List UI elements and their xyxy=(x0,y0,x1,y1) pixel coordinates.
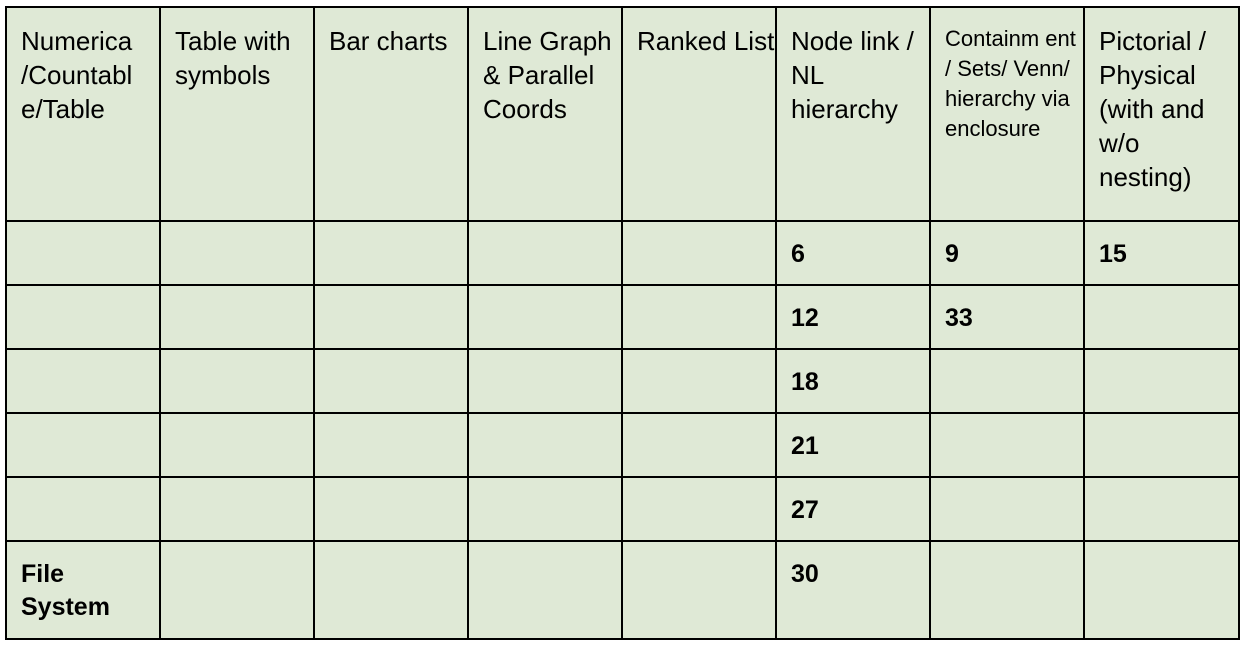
header-cell: Containm ent / Sets/ Venn/ hierarchy via… xyxy=(929,6,1085,222)
table-cell xyxy=(624,351,774,366)
table-cell: 18 xyxy=(791,368,819,396)
header-cell: Node link / NL hierarchy xyxy=(775,6,931,222)
table-row: File System 30 xyxy=(5,540,1240,640)
header-numerical: Numerica /Countabl e/Table xyxy=(21,26,133,124)
table-cell xyxy=(316,479,466,494)
header-row: Numerica /Countabl e/Table Table with sy… xyxy=(5,6,1240,222)
table-cell xyxy=(470,287,620,302)
header-table-with-symbols: Table with symbols xyxy=(175,26,291,90)
table-cell: 21 xyxy=(791,432,819,460)
table-cell xyxy=(932,479,1082,494)
table-cell xyxy=(624,223,774,238)
table-cell xyxy=(470,479,620,494)
header-cell: Ranked List xyxy=(621,6,777,222)
header-bar-charts: Bar charts xyxy=(329,26,448,56)
table-cell xyxy=(162,223,312,238)
table-cell: 6 xyxy=(791,240,805,268)
table-row: 18 xyxy=(5,348,1240,414)
row-label-file-system: File System xyxy=(21,560,110,621)
header-cell: Numerica /Countabl e/Table xyxy=(5,6,161,222)
table-cell: 27 xyxy=(791,496,819,524)
table-cell: 12 xyxy=(791,304,819,332)
table-cell xyxy=(1086,543,1237,558)
table-cell xyxy=(1086,479,1237,494)
table-cell xyxy=(162,479,312,494)
header-containment: Containm ent / Sets/ Venn/ hierarchy via… xyxy=(945,26,1076,141)
table-cell xyxy=(8,351,158,366)
table-cell xyxy=(470,351,620,366)
table-row: 21 xyxy=(5,412,1240,478)
header-cell: Pictorial / Physical (with and w/o nesti… xyxy=(1083,6,1240,222)
table-cell xyxy=(624,287,774,302)
table-cell xyxy=(932,543,1082,558)
header-node-link: Node link / NL hierarchy xyxy=(791,26,914,124)
table-cell xyxy=(8,223,158,238)
table-cell: 33 xyxy=(945,304,973,332)
table-cell xyxy=(316,543,466,558)
table-cell xyxy=(470,543,620,558)
table-cell xyxy=(316,415,466,430)
table-cell xyxy=(162,287,312,302)
table-cell xyxy=(8,479,158,494)
header-cell: Line Graph & Parallel Coords xyxy=(467,6,623,222)
table-cell: 15 xyxy=(1099,240,1127,268)
header-pictorial: Pictorial / Physical (with and w/o nesti… xyxy=(1099,26,1206,192)
table-cell xyxy=(162,351,312,366)
table-row: 12 33 xyxy=(5,284,1240,350)
table-cell xyxy=(470,415,620,430)
table-cell xyxy=(162,415,312,430)
table-cell xyxy=(932,415,1082,430)
table-cell xyxy=(316,351,466,366)
table-cell xyxy=(316,287,466,302)
table-cell xyxy=(1086,287,1237,302)
table-cell: 9 xyxy=(945,240,959,268)
table-row: 6 9 15 xyxy=(5,220,1240,286)
table-cell xyxy=(8,415,158,430)
header-cell: Table with symbols xyxy=(159,6,315,222)
header-ranked-list: Ranked List xyxy=(637,26,775,56)
table-cell xyxy=(162,543,312,558)
header-line-graph: Line Graph & Parallel Coords xyxy=(483,26,612,124)
table-cell xyxy=(624,415,774,430)
table-cell xyxy=(624,543,774,558)
table-cell: 30 xyxy=(791,560,819,588)
table-cell xyxy=(1086,351,1237,366)
table-cell xyxy=(624,479,774,494)
table-cell xyxy=(1086,415,1237,430)
mapping-table: Numerica /Countabl e/Table Table with sy… xyxy=(5,6,1240,640)
table-row: 27 xyxy=(5,476,1240,542)
header-cell: Bar charts xyxy=(313,6,469,222)
table-cell xyxy=(8,287,158,302)
table-cell xyxy=(932,351,1082,366)
table-cell xyxy=(470,223,620,238)
table-cell xyxy=(316,223,466,238)
